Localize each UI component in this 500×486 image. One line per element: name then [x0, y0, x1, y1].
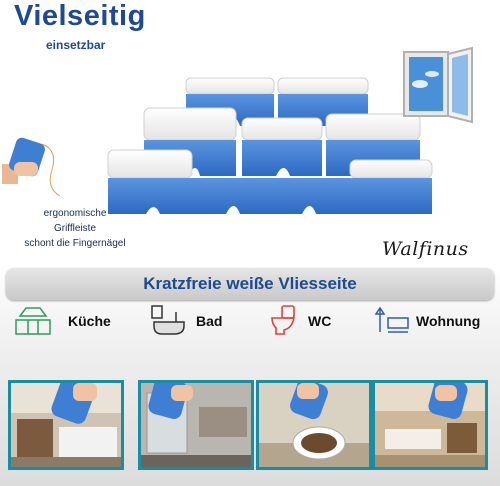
room-label-wc: WC	[308, 313, 332, 329]
banner: Kratzfreie weiße Vliesseite	[6, 268, 494, 300]
page-subtitle: einsetzbar	[46, 38, 106, 52]
sponge-pyramid-image	[107, 77, 433, 214]
window-icon	[403, 46, 473, 124]
sponge	[241, 117, 323, 176]
wc-photo	[256, 380, 372, 470]
bathroom-photo	[138, 380, 254, 470]
sponge	[349, 159, 433, 214]
feature-line: ergonomische	[43, 208, 107, 219]
feature-line: schont die Fingernägel	[24, 238, 126, 249]
bathroom-icon	[151, 305, 185, 335]
sponge	[107, 149, 193, 214]
living-room-icon	[374, 306, 409, 333]
kitchen-photo	[8, 380, 124, 470]
toilet-icon	[271, 305, 295, 335]
hand-holding-sponge-image	[2, 137, 61, 197]
sponge	[192, 178, 272, 214]
feature-text: ergonomische Griffleiste schont die Fing…	[0, 206, 150, 251]
brand-logo: Walfinus	[382, 238, 469, 260]
kitchen-icon	[15, 307, 51, 335]
room-label-kueche: Küche	[68, 313, 111, 329]
page-title: Vielseitig	[14, 0, 146, 32]
room-label-wohnung: Wohnung	[416, 313, 481, 329]
sponge	[272, 178, 350, 214]
room-label-bad: Bad	[196, 313, 223, 329]
feature-line: Griffleiste	[53, 223, 97, 234]
living-room-photo	[372, 380, 488, 470]
